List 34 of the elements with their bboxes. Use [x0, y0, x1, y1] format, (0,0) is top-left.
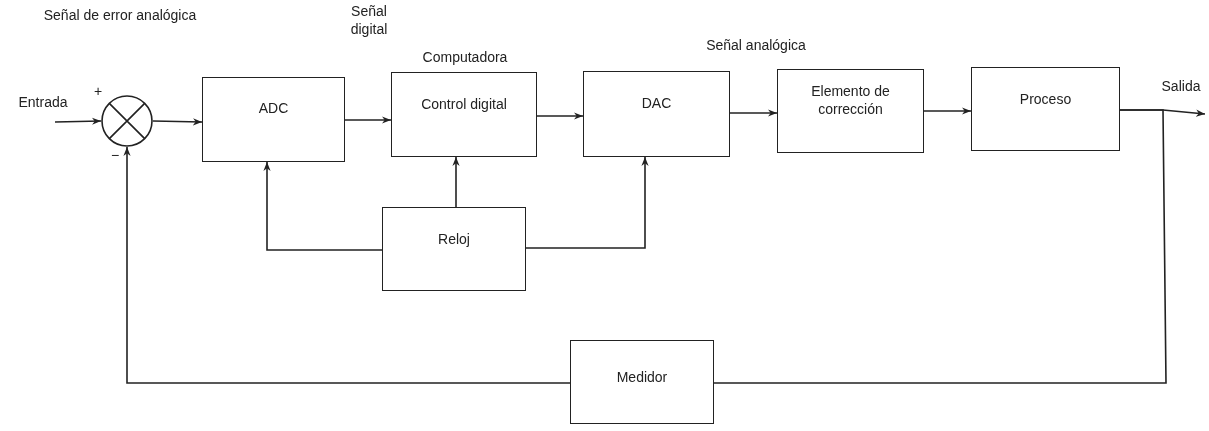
signal-label: Señal digital: [349, 2, 389, 39]
block-box: [391, 72, 537, 157]
plus-sign: +: [92, 82, 104, 101]
summing-junction: [101, 95, 153, 147]
arrow: [923, 107, 972, 115]
block-label: Control digital: [421, 95, 507, 115]
arrow: [263, 161, 383, 251]
block-box: [202, 77, 345, 162]
block-label: Reloj: [438, 229, 470, 249]
block-box: [583, 71, 730, 157]
block-box: [382, 207, 526, 291]
signal-label: Señal analógica: [705, 36, 807, 55]
block-label: DAC: [641, 93, 672, 113]
arrow: [525, 156, 649, 249]
minus-sign: −: [109, 146, 121, 165]
arrow: [536, 112, 584, 120]
arrow: [729, 109, 778, 117]
arrow: [152, 118, 203, 126]
block-caption: Computadora: [421, 48, 509, 67]
arrow: [344, 116, 392, 124]
input-label: Entrada: [17, 93, 69, 112]
block-box: [570, 340, 714, 424]
signal-label: Señal de error analógica: [42, 6, 198, 25]
block-label: ADC: [258, 99, 289, 119]
connector-line: [713, 109, 1167, 384]
output-label: Salida: [1160, 77, 1202, 96]
arrow: [452, 156, 460, 208]
block-label: Medidor: [616, 367, 668, 387]
block-label: Elemento de corrección: [810, 81, 891, 119]
block-box: [971, 67, 1120, 151]
arrow: [54, 117, 102, 125]
block-box: [777, 69, 924, 153]
block-label: Proceso: [1019, 89, 1072, 109]
arrow: [123, 146, 571, 384]
